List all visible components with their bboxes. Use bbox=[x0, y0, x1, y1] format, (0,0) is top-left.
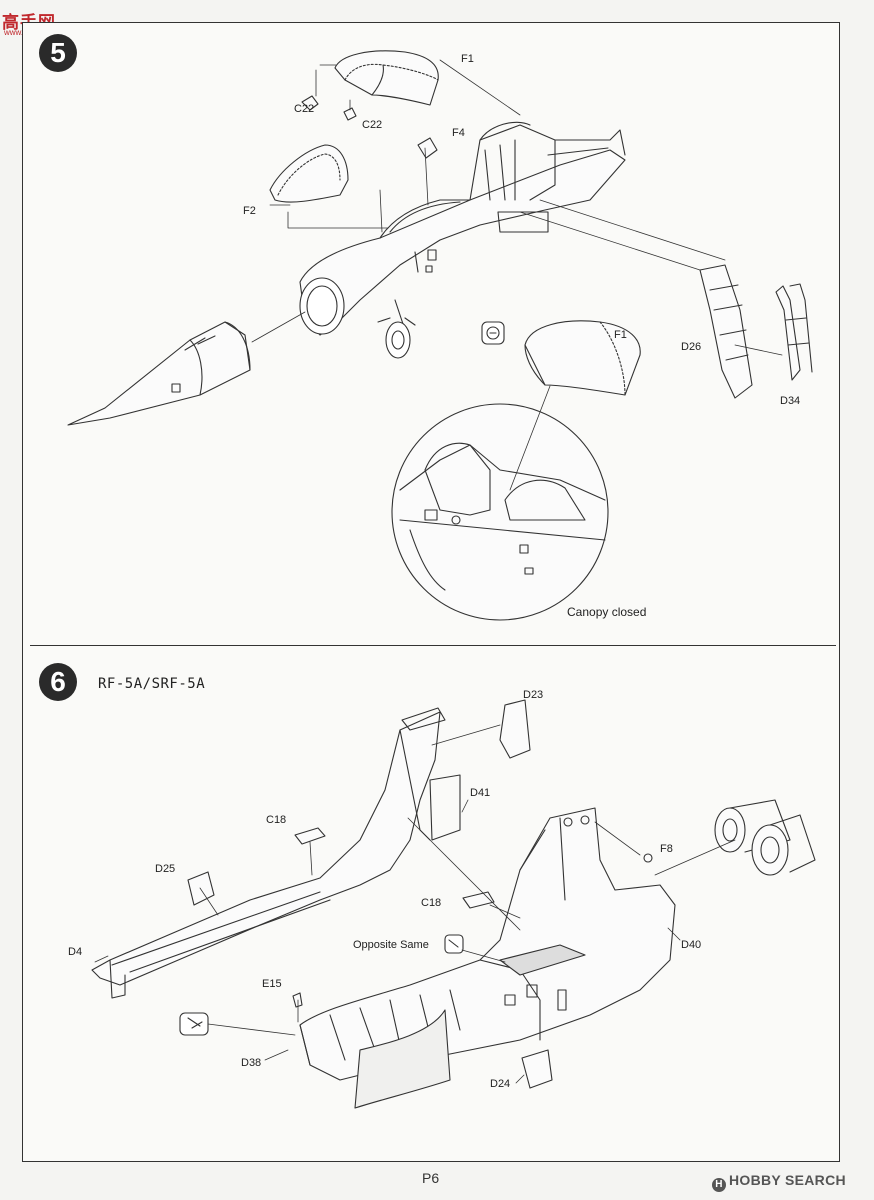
nose-cone-drawing bbox=[67, 321, 251, 426]
label-d41: D41 bbox=[470, 787, 490, 799]
label-d34: D34 bbox=[780, 395, 800, 407]
label-f1-closed: F1 bbox=[614, 329, 627, 341]
label-c22-a: C22 bbox=[294, 103, 314, 115]
label-c18-a: C18 bbox=[266, 814, 286, 826]
closed-symbol-icon bbox=[481, 321, 505, 345]
glue-opposite-icon bbox=[444, 934, 464, 954]
variant-label: RF-5A/SRF-5A bbox=[98, 676, 206, 692]
canopy-f1-closed-drawing bbox=[524, 320, 641, 396]
label-f1: F1 bbox=[461, 53, 474, 65]
part-c18-a-drawing bbox=[294, 827, 326, 845]
forward-fuselage-drawing bbox=[299, 121, 626, 336]
canopy-f1-drawing bbox=[334, 50, 439, 106]
label-d24: D24 bbox=[490, 1078, 510, 1090]
part-d23-drawing bbox=[499, 699, 531, 759]
part-d24-drawing bbox=[521, 1049, 553, 1089]
step-6-badge: 6 bbox=[39, 663, 77, 701]
label-f4: F4 bbox=[452, 127, 465, 139]
label-d25: D25 bbox=[155, 863, 175, 875]
exhaust-nozzles-drawing bbox=[714, 799, 816, 876]
glue-icon bbox=[179, 1012, 209, 1036]
label-c22-b: C22 bbox=[362, 119, 382, 131]
label-d26: D26 bbox=[681, 341, 701, 353]
label-d4: D4 bbox=[68, 946, 82, 958]
ladder-d26-drawing bbox=[699, 264, 753, 399]
nose-gear-drawing bbox=[377, 299, 416, 359]
label-f8: F8 bbox=[660, 843, 673, 855]
part-f8-drawing bbox=[643, 853, 653, 863]
opposite-same-note: Opposite Same bbox=[353, 939, 429, 951]
leader-lines-step5 bbox=[251, 59, 783, 491]
inset-caption: Canopy closed bbox=[567, 605, 646, 619]
brand-logo-icon: H bbox=[712, 1178, 726, 1192]
part-c22-b-drawing bbox=[343, 107, 357, 121]
label-d40: D40 bbox=[681, 939, 701, 951]
label-d23: D23 bbox=[523, 689, 543, 701]
label-e15: E15 bbox=[262, 978, 282, 990]
step-divider bbox=[30, 645, 836, 646]
ladder-d34-drawing bbox=[775, 283, 813, 381]
label-f2: F2 bbox=[243, 205, 256, 217]
step-5-badge: 5 bbox=[39, 34, 77, 72]
leader-lines-step6 bbox=[94, 724, 736, 1084]
brand-text: HOBBY SEARCH bbox=[729, 1172, 846, 1188]
label-d38: D38 bbox=[241, 1057, 261, 1069]
windscreen-f2-drawing bbox=[269, 144, 349, 203]
part-c18-b-drawing bbox=[462, 891, 495, 909]
fuselage-right-half-drawing bbox=[299, 807, 676, 1109]
fuselage-left-half-drawing bbox=[91, 707, 461, 999]
part-d25-drawing bbox=[187, 871, 215, 906]
part-c22-a-drawing bbox=[301, 95, 319, 111]
label-c18-b: C18 bbox=[421, 897, 441, 909]
part-f4-drawing bbox=[417, 137, 438, 159]
canopy-closed-inset bbox=[391, 403, 609, 621]
page-number: P6 bbox=[422, 1170, 440, 1186]
part-e15-drawing bbox=[292, 992, 303, 1008]
